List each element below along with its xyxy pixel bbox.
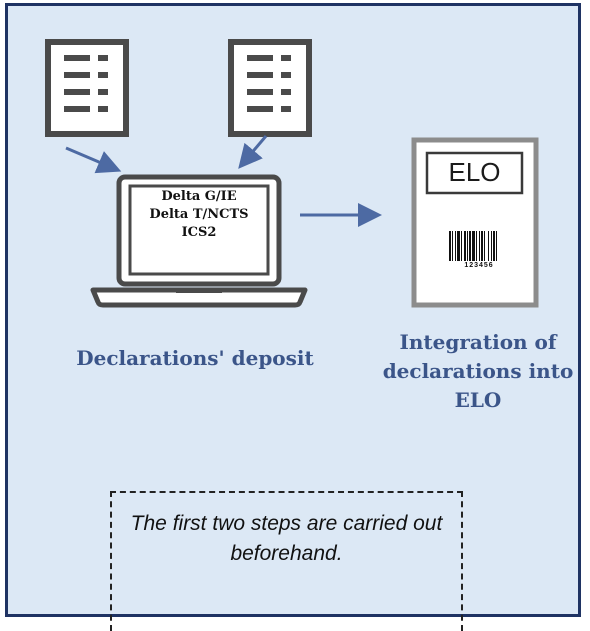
laptop-screen-text: Delta G/IE Delta T/NCTS ICS2 [124, 188, 274, 242]
system-label: ICS2 [181, 225, 217, 240]
note-box [110, 491, 463, 631]
document-icon [45, 39, 129, 137]
elo-label: ELO [448, 156, 501, 187]
elo-document-icon [411, 137, 539, 308]
arrow-icon [65, 146, 122, 174]
deposit-caption: Declarations' deposit [76, 346, 314, 370]
laptop-icon [90, 174, 308, 308]
document-icon [228, 39, 312, 137]
integration-caption: Integration of declarations into ELO [382, 330, 574, 412]
barcode-number: 123456 [464, 262, 494, 269]
barcode-icon [449, 231, 497, 261]
system-label: Delta G/IE [161, 189, 237, 204]
note-text: The first two steps are carried out befo… [130, 512, 443, 565]
arrow-icon [238, 135, 268, 169]
system-label: Delta T/NCTS [149, 207, 249, 222]
